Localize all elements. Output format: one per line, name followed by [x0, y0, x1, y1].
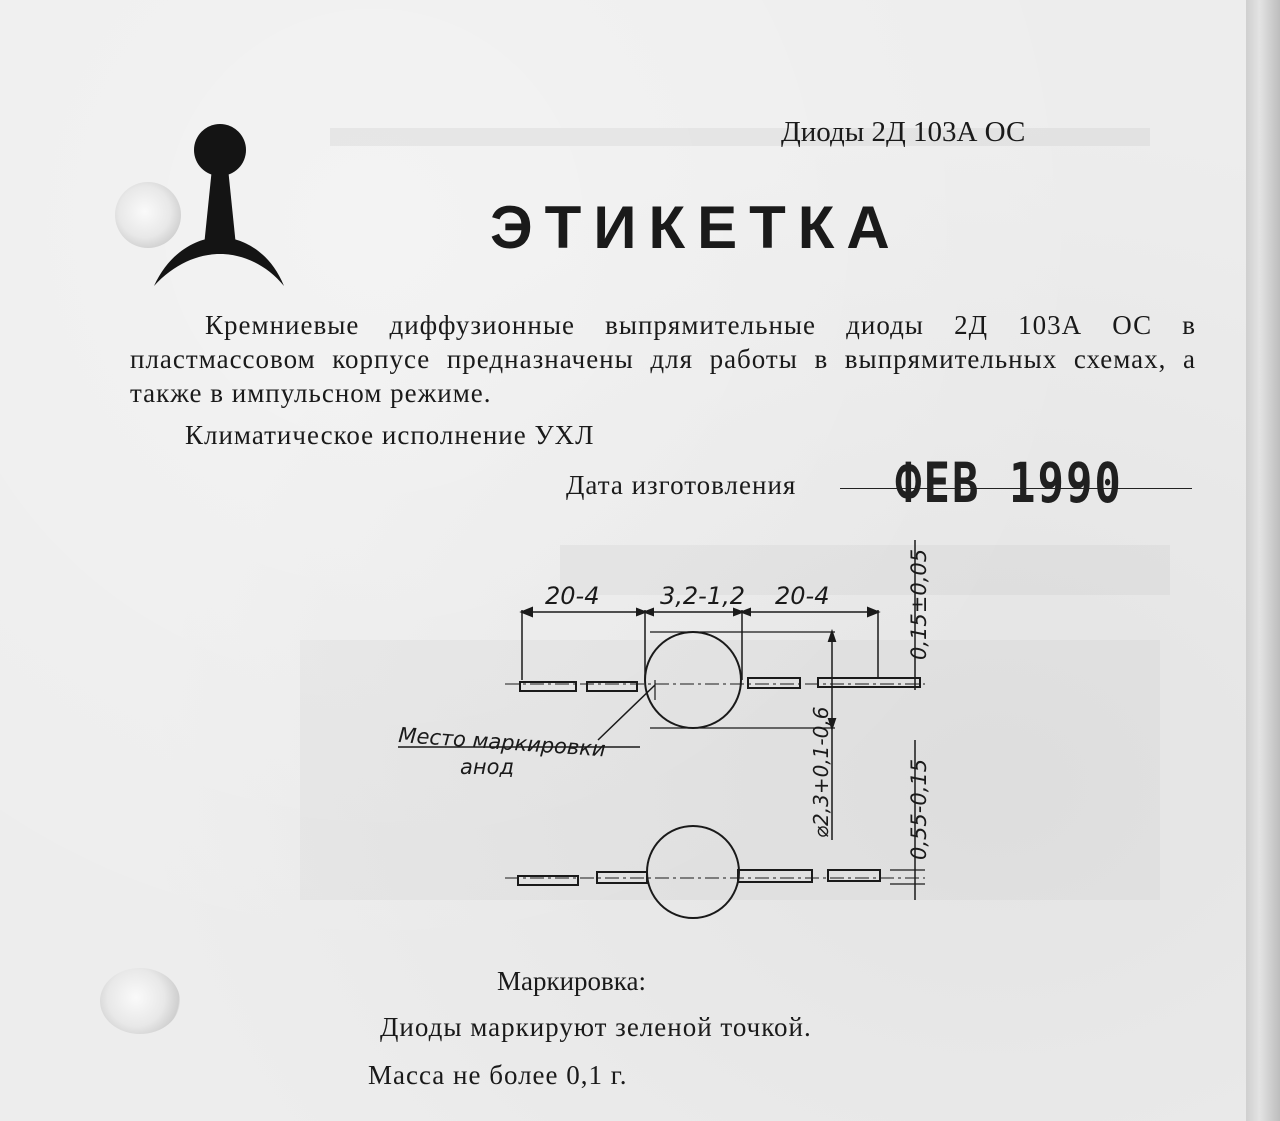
dim-lead-left: 20-4 [545, 582, 599, 610]
dim-lead-thickness: 0,55-0,15 [907, 759, 931, 860]
lead-segment [817, 677, 921, 688]
show-through-band [560, 545, 1170, 595]
marking-callout-line2: анод [460, 755, 514, 779]
punch-hole [115, 182, 181, 248]
show-through-band [330, 128, 1150, 146]
manufacture-date-stamp: ФЕВ 1990 [895, 452, 1123, 516]
dim-diameter: ⌀2,3+0,1-0,6 [809, 707, 833, 838]
manufacture-date-label: Дата изготовления [566, 470, 797, 500]
lead-segment [827, 869, 881, 882]
lead-segment [586, 681, 638, 692]
diode-body-side [646, 825, 740, 919]
marking-title: Маркировка: [497, 966, 647, 996]
lead-segment [747, 677, 801, 689]
show-through-band [300, 640, 1160, 900]
dim-body: 3,2-1,2 [660, 582, 745, 610]
marking-text: Диоды маркируют зеленой точкой. [380, 1012, 812, 1042]
lead-segment [519, 681, 577, 692]
lead-segment [517, 875, 579, 886]
lead-segment [737, 869, 813, 883]
dim-lead-right: 20-4 [775, 582, 829, 610]
document-title: ЭТИКЕТКА [490, 194, 902, 261]
punch-hole [100, 968, 180, 1034]
product-description: Кремниевые диффузионные выпрямительные д… [130, 310, 1196, 408]
mass-spec: Масса не более 0,1 г. [368, 1060, 628, 1090]
document-id: Диоды 2Д 103А ОС [781, 116, 1026, 148]
factory-logo-icon [154, 124, 284, 286]
sheet-edge [1246, 0, 1280, 1121]
label-sheet [0, 0, 1246, 1121]
climate-version: Климатическое исполнение УХЛ [185, 420, 595, 450]
manufacture-date-line [840, 488, 1192, 489]
dim-lead-offset: 0,15±0,05 [907, 549, 931, 660]
diode-body-top [644, 631, 742, 729]
